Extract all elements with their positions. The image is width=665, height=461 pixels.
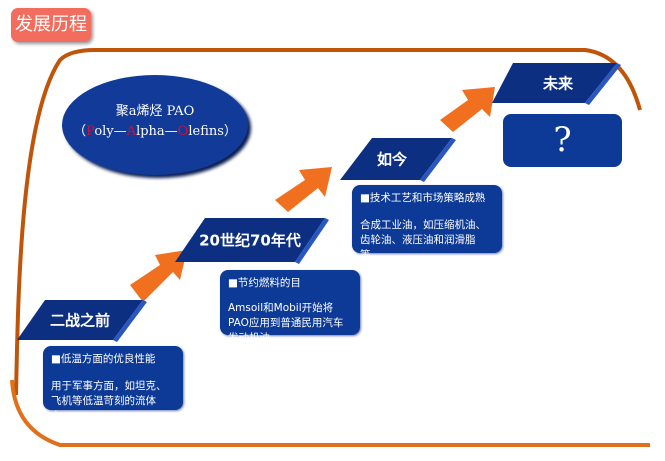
frame-bottom	[10, 379, 650, 447]
future-question-box: ?	[503, 114, 622, 167]
stage-tab-2	[175, 218, 325, 262]
arrow-1	[130, 250, 187, 302]
frame-top	[14, 48, 642, 396]
stage-label-2: 20世纪70年代	[199, 231, 301, 250]
stage-label-3: 如今	[376, 150, 408, 169]
stage-tab-3	[340, 138, 452, 180]
pao-subtitle: （Poly—Alpha—Olefins）	[73, 124, 237, 139]
stage-tab-4	[492, 63, 617, 103]
stage-box-1: ■低温方面的优良性能用于军事方面，如坦克、飞机等低温苛刻的流体上。	[43, 346, 183, 422]
stage-label-1: 二战之前	[49, 311, 111, 330]
section-title: 发展历程	[11, 8, 91, 42]
stage-label-4: 未来	[542, 74, 574, 93]
stage-box-3: ■技术工艺和市场策略成熟合成工业油，如压缩机油、齿轮油、液压油和润滑脂等。	[352, 185, 502, 261]
arrow-3	[440, 87, 495, 132]
arrow-2	[275, 167, 332, 212]
pao-title: 聚a烯烃 PAO	[115, 104, 195, 119]
stage-tab-1	[17, 300, 143, 340]
pao-ellipse: 聚a烯烃 PAO （Poly—Alpha—Olefins）	[62, 75, 248, 175]
